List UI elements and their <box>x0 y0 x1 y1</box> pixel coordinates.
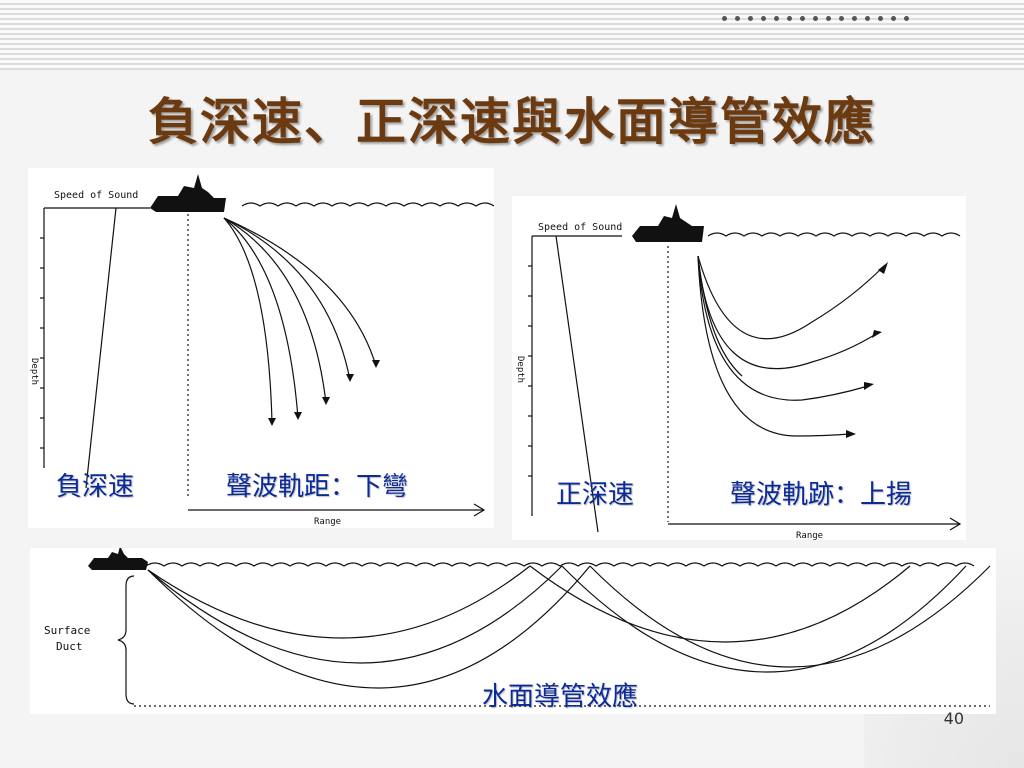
surface-duct-svg: Surface Duct <box>44 548 991 707</box>
ship-icon <box>150 174 226 212</box>
speed-of-sound-label: Speed of Sound <box>538 222 622 233</box>
negative-gradient-svg: Speed of Sound Depth Range <box>29 174 494 527</box>
surface-duct-caption: 水面導管效應 <box>482 682 639 712</box>
ray-4 <box>223 217 351 381</box>
sea-surface-waves <box>707 232 961 237</box>
decorative-dots <box>722 16 909 21</box>
duct-ray-6 <box>589 565 991 668</box>
ray-3 <box>223 217 327 404</box>
duct-ray-5 <box>561 565 967 673</box>
ray-downward-caption: 聲波軌距：下彎 <box>226 472 409 502</box>
duct-bracket <box>117 575 135 705</box>
negative-gradient-diagram: Speed of Sound Depth Range 負深速 聲波軌距：下彎 <box>28 168 494 528</box>
header-stripes <box>0 0 1024 70</box>
surface-duct-label-line1: Surface <box>44 624 90 637</box>
ray-5 <box>697 255 743 377</box>
range-arrow <box>473 503 486 517</box>
ray-1 <box>697 255 885 340</box>
sound-speed-profile <box>555 235 599 533</box>
depth-label: Depth <box>515 356 525 383</box>
positive-gradient-svg: Speed of Sound Depth Range <box>515 204 962 540</box>
duct-ray-3 <box>147 565 591 689</box>
duct-ray-2 <box>147 565 563 664</box>
sea-surface-waves <box>145 562 975 567</box>
sea-surface-waves <box>241 202 494 207</box>
range-arrow <box>949 517 962 531</box>
ship-icon <box>632 204 704 242</box>
duct-ray-1 <box>147 565 531 639</box>
depth-label: Depth <box>29 358 39 385</box>
positive-gradient-caption: 正深速 <box>556 480 635 510</box>
ray-2 <box>223 217 299 419</box>
ray-1 <box>223 217 273 424</box>
ray-3 <box>697 255 869 401</box>
range-label: Range <box>796 531 823 540</box>
speed-of-sound-label: Speed of Sound <box>54 190 138 201</box>
sound-speed-profile <box>85 207 117 489</box>
ship-icon <box>88 548 148 570</box>
negative-gradient-caption: 負深速 <box>56 472 135 502</box>
ray-4 <box>697 255 851 437</box>
duct-ray-4 <box>529 565 911 643</box>
ray-5 <box>223 217 377 367</box>
slide-title: 負深速、正深速與水面導管效應 <box>148 92 876 151</box>
page-number: 40 <box>943 709 964 728</box>
ray-2 <box>697 255 877 370</box>
ray-upward-caption: 聲波軌跡：上揚 <box>730 480 913 510</box>
range-label: Range <box>314 517 341 527</box>
surface-duct-label-line2: Duct <box>56 640 83 653</box>
surface-duct-diagram: Surface Duct 水面導管效應 <box>30 548 996 714</box>
positive-gradient-diagram: Speed of Sound Depth Range 正深速 聲波軌跡：上揚 <box>512 196 966 540</box>
